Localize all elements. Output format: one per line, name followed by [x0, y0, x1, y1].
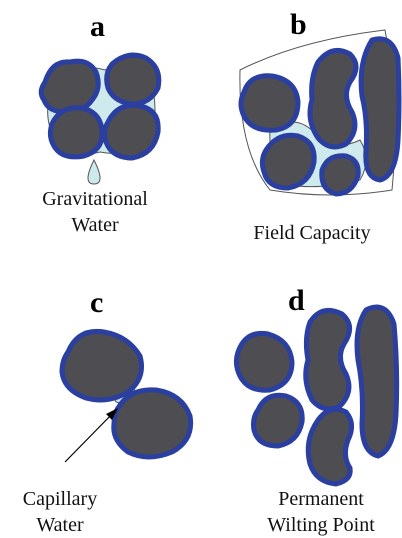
panel-a-illustration [38, 52, 162, 185]
panel-a-grain-2 [104, 52, 162, 107]
panel-d-illustration [233, 304, 400, 487]
capillary-water-pointer [64, 409, 117, 463]
panel-c-caption-line1: Capillary [22, 488, 98, 510]
panel-d-grain-4 [251, 392, 305, 449]
panel-a-caption-line1: Gravitational [42, 188, 148, 210]
panel-b-letter: b [290, 8, 307, 41]
panel-d-grain-3 [354, 304, 400, 459]
panel-b-grain-3 [358, 36, 402, 183]
panel-a-letter: a [90, 10, 105, 43]
panel-c-caption-line2: Water [36, 514, 84, 536]
panel-d-grain-5 [305, 406, 354, 487]
panel-b-illustration [238, 29, 402, 197]
panel-c-grain-1 [59, 328, 144, 403]
panel-b-grain-5 [319, 153, 361, 197]
panel-c-grain-2 [111, 387, 194, 460]
panel-a-caption: Gravitational Water [20, 186, 170, 238]
panel-d-grain-2 [303, 307, 352, 412]
panel-d-caption: Permanent Wilting Point [246, 486, 396, 538]
panel-c-illustration [59, 328, 194, 463]
capillary-water-arrowhead [106, 408, 118, 420]
panel-d-grain-1 [233, 330, 295, 393]
panel-b-caption: Field Capacity [232, 220, 392, 246]
panel-d-caption-line2: Wilting Point [267, 514, 375, 536]
panel-a-grain-4 [101, 102, 161, 161]
panel-d-letter: d [288, 284, 305, 317]
panel-b-grain-4 [259, 132, 317, 191]
panel-a-grain-1 [38, 58, 101, 115]
panel-b-grain-1 [238, 73, 301, 133]
panel-a-caption-line2: Water [71, 214, 119, 236]
panel-d-caption-line1: Permanent [278, 488, 364, 510]
panel-c-caption: Capillary Water [0, 486, 120, 538]
panel-b-caption-line1: Field Capacity [253, 222, 371, 244]
panel-a-water-drop [87, 158, 101, 185]
panel-b-grain-2 [307, 47, 359, 150]
panel-c-letter: c [90, 286, 104, 319]
panel-a-grain-3 [47, 105, 105, 160]
